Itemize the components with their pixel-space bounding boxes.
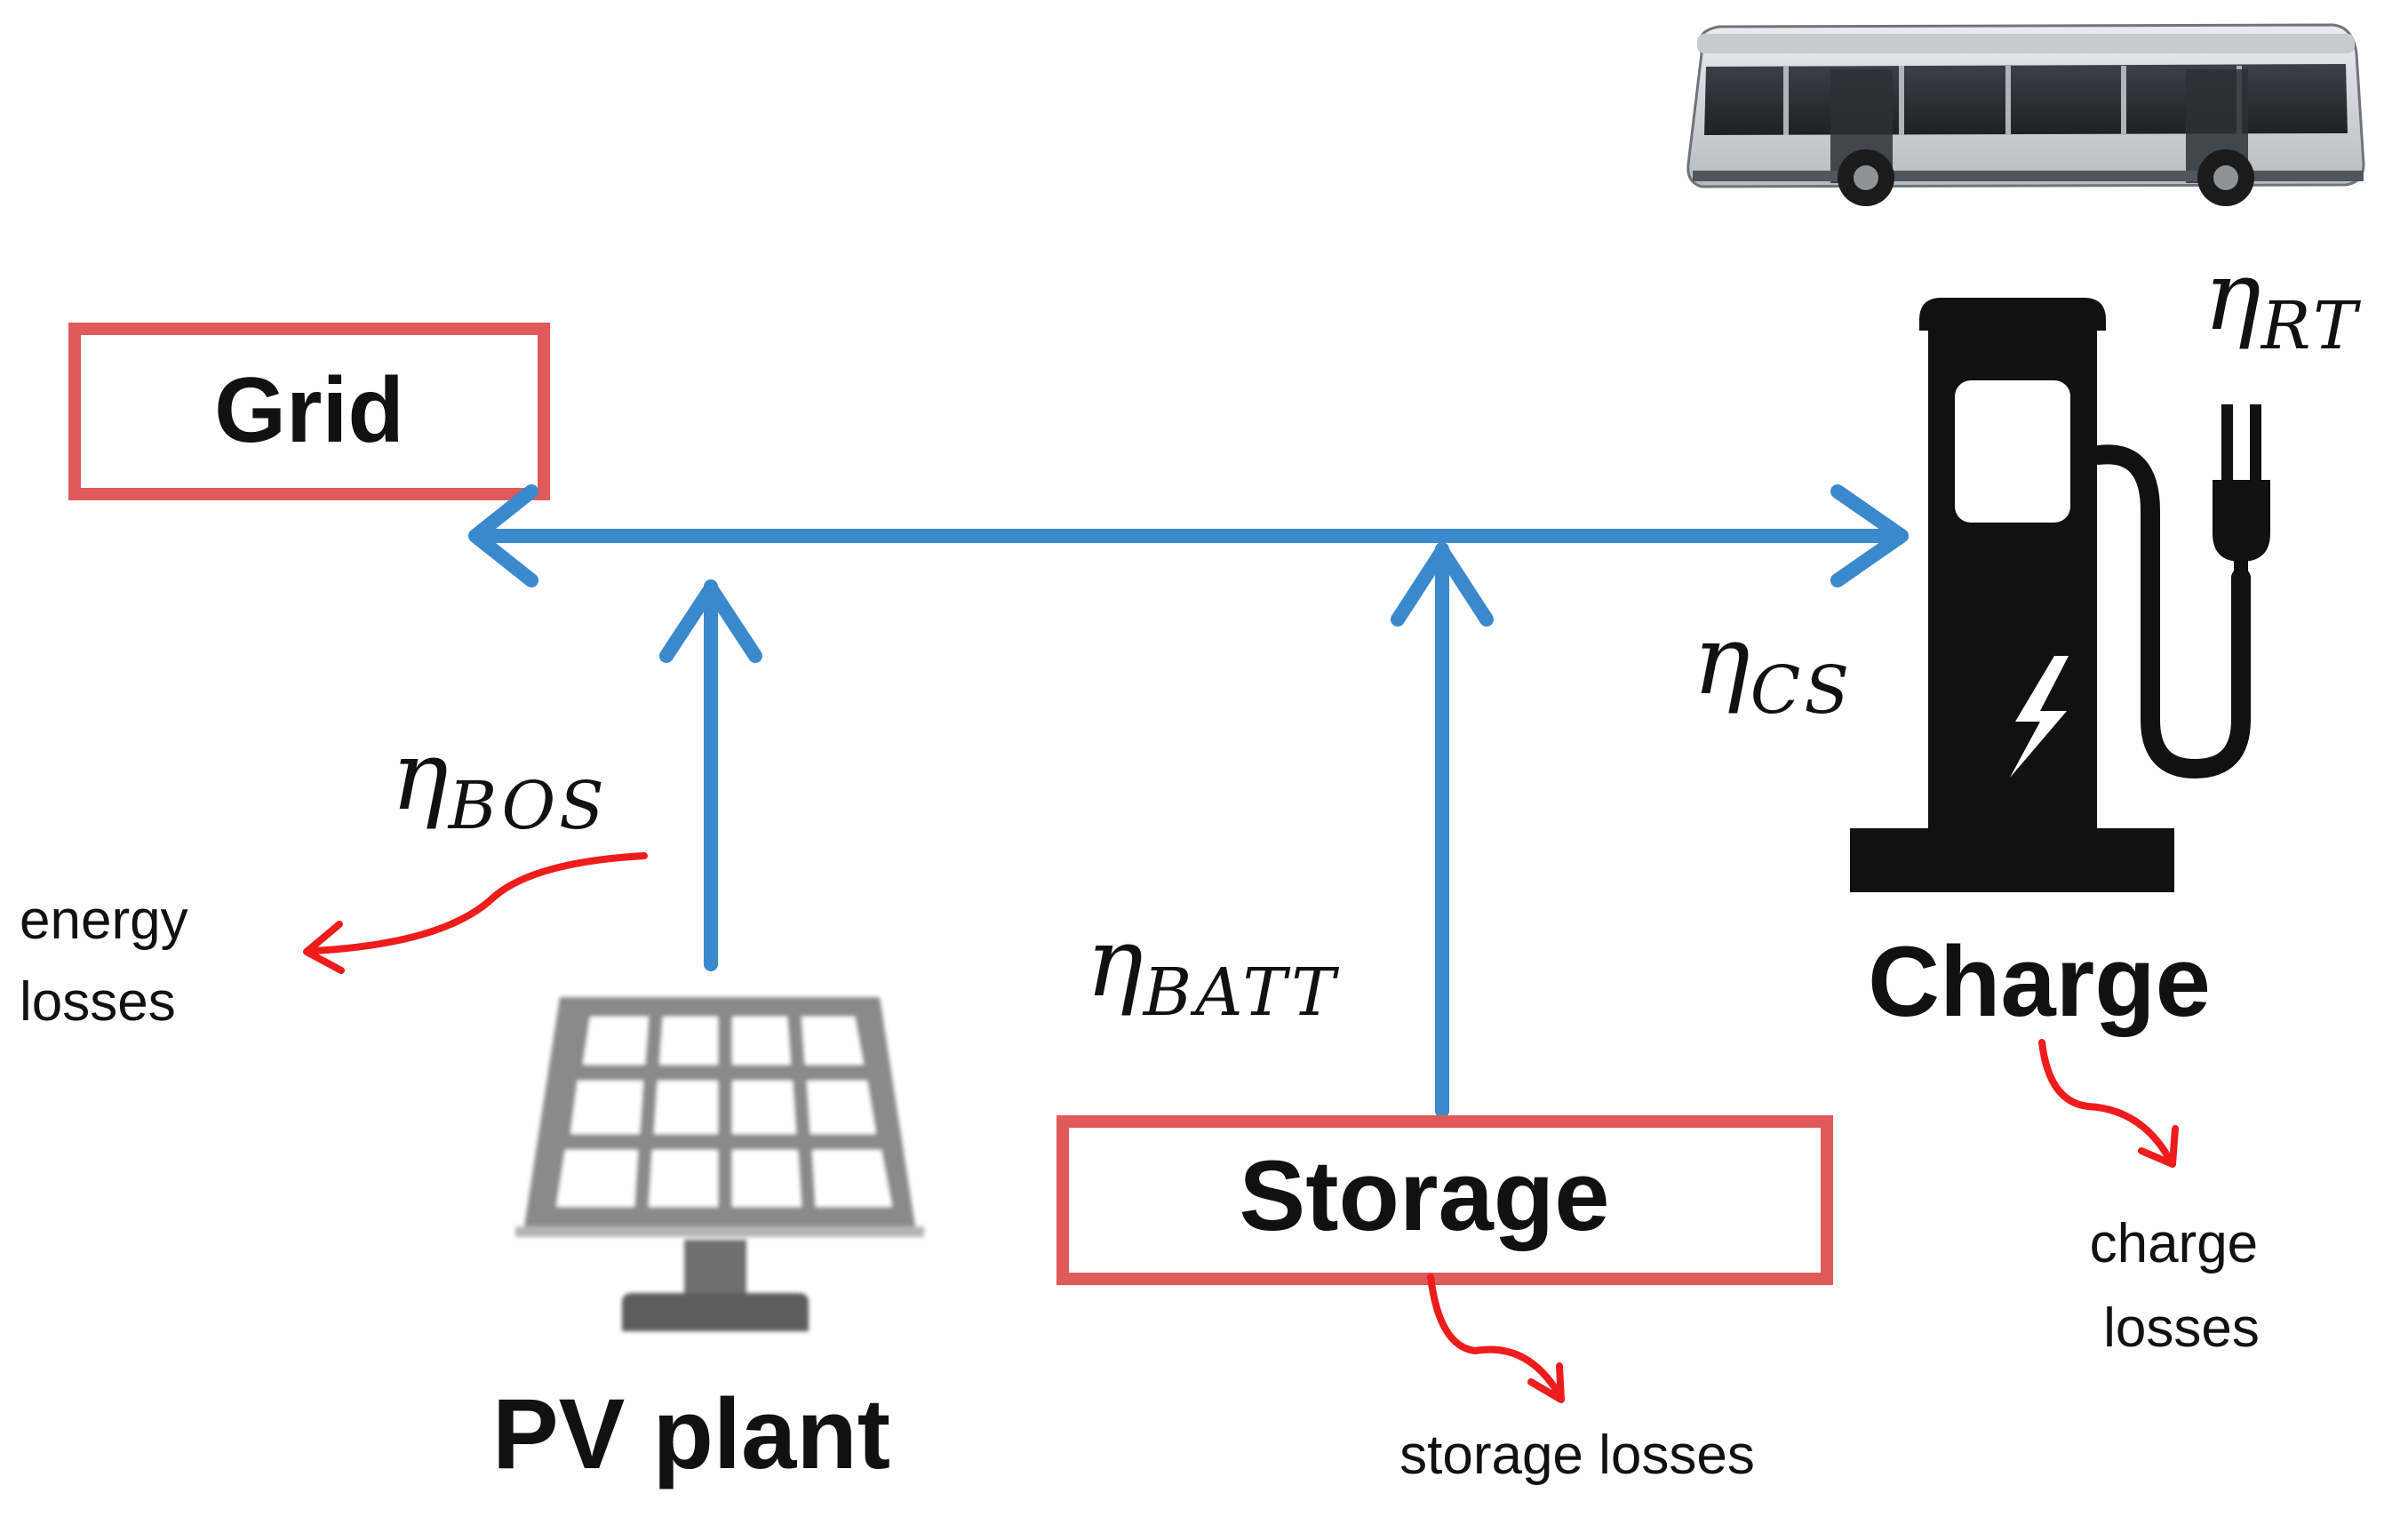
storage-label: Storage xyxy=(1240,1140,1610,1251)
eta-batt-label: ηBATT xyxy=(1086,907,1339,1031)
pv-plant-label: PV plant xyxy=(492,1378,890,1489)
plug-icon xyxy=(2213,404,2270,588)
eta-bos-subscript: BOS xyxy=(447,768,608,844)
storage-box xyxy=(1056,1115,1833,1285)
storage-loss-arrow xyxy=(1427,1273,1565,1403)
charge-label: Charge xyxy=(1868,926,2211,1037)
energy-losses-label: energy losses xyxy=(20,890,203,1033)
storage-losses-label: storage losses xyxy=(1399,1425,1755,1486)
energy-bus-arrow xyxy=(468,484,1909,587)
charge-losses-label: charge losses xyxy=(2090,1213,2274,1359)
pv-flow-arrow xyxy=(659,579,762,971)
charge-loss-arrow xyxy=(2038,1039,2179,1168)
eta-symbol: η xyxy=(391,721,449,832)
electric-bus-icon xyxy=(1686,23,2365,206)
storage-flow-arrow xyxy=(1391,542,1494,1118)
grid-label: Grid xyxy=(214,359,404,462)
energy-loss-arrow xyxy=(303,852,648,974)
eta-rt-label: ηRT xyxy=(2204,241,2361,364)
eta-bos-label: ηBOS xyxy=(391,721,608,844)
charging-cable xyxy=(2089,444,2251,779)
charging-station-icon xyxy=(1850,298,2270,892)
eta-symbol: η xyxy=(1693,605,1750,716)
charge-losses-line1: charge xyxy=(2090,1213,2259,1274)
eta-cs-subscript: CS xyxy=(1750,652,1853,729)
eta-symbol: η xyxy=(1086,907,1144,1018)
storage-node: Storage xyxy=(1056,1115,1833,1285)
energy-losses-line1: energy xyxy=(20,890,188,951)
grid-node: Grid xyxy=(68,323,550,500)
eta-symbol: η xyxy=(2204,241,2261,352)
charge-losses-line2: losses xyxy=(2103,1297,2260,1359)
solar-panel-icon xyxy=(515,997,924,1331)
eta-rt-subscript: RT xyxy=(2260,288,2361,364)
eta-batt-subscript: BATT xyxy=(1142,954,1340,1031)
energy-losses-line2: losses xyxy=(20,971,176,1033)
eta-cs-label: ηCS xyxy=(1693,605,1853,729)
lightning-bolt-icon xyxy=(2010,656,2069,778)
grid-box xyxy=(68,323,550,500)
